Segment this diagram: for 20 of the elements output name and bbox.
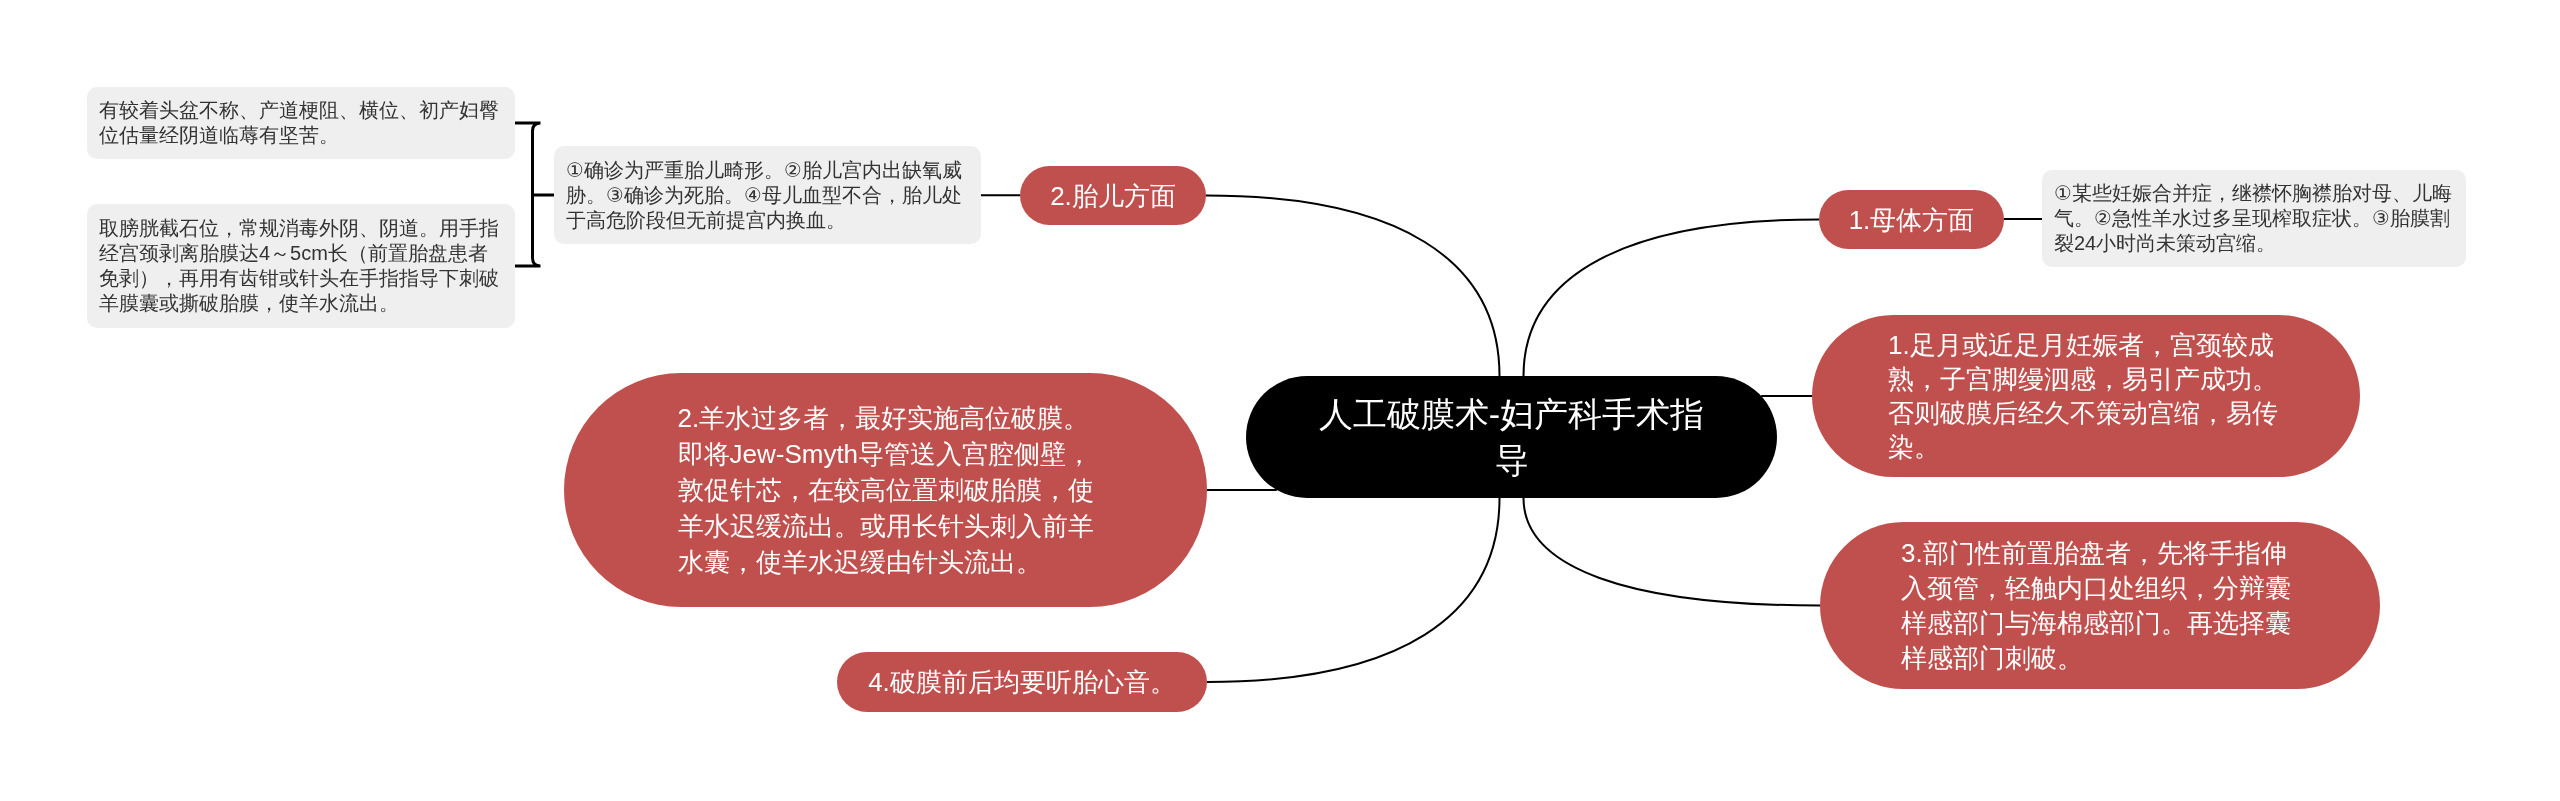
note-card: 有较着头盆不称、产道梗阻、横位、初产妇臀位估量经阴道临蓐有坚苦。 [87,87,515,159]
connector-line [1206,489,1278,491]
topic-bubble: 1.足月或近足月妊娠者，宫颈较成熟，子宫脚缦泗感，易引产成功。否则破膜后经久不策动宫缩，易传染。 [1812,315,2360,477]
connector-line [1206,497,1501,683]
note-card: ①确诊为严重胎儿畸形。②胎儿宫内出缺氧威胁。③确诊为死胎。④母儿血型不合，胎儿处于高危阶段但无前提宫内换血。 [554,146,981,244]
note-card: ①某些妊娠合并症，继襟怀胸襟胎对母、儿晦气。②急性羊水过多呈现榨取症状。③胎膜割裂24小时尚未策动宫缩。 [2042,170,2466,267]
topic-bubble: 1.母体方面 [1819,190,2004,249]
connector-line [1205,194,1501,377]
connector-line [1760,395,1813,397]
topic-bubble: 3.部门性前置胎盘者，先将手指伸入颈管，轻触内口处组织，分辩囊样感部门与海棉感部门。再选择囊样感部门刺破。 [1820,522,2380,689]
connector-line [980,194,1021,197]
bracket-connector [513,121,556,268]
note-card: 取膀胱截石位，常规消毒外阴、阴道。用手指经宫颈剥离胎膜达4～5cm长（前置胎盘患者免剥），再用有齿钳或针头在手指指导下刺破羊膜囊或撕破胎膜，使羊水流出。 [87,204,515,328]
connector-line [1522,218,1820,377]
connector-line [1522,497,1821,607]
central-topic: 人工破膜术-妇产科手术指导 [1246,376,1777,498]
topic-bubble: 2.胎儿方面 [1020,166,1206,225]
connector-line [2003,218,2043,220]
topic-bubble: 4.破膜前后均要听胎心音。 [837,652,1207,712]
topic-bubble: 2.羊水过多者，最好实施高位破膜。即将Jew-Smyth导管送入宫腔侧壁，敦促针芯，在较高位置刺破胎膜，使羊水迟缓流出。或用长针头刺入前羊水囊，使羊水迟缓由针头流出。 [564,373,1207,607]
